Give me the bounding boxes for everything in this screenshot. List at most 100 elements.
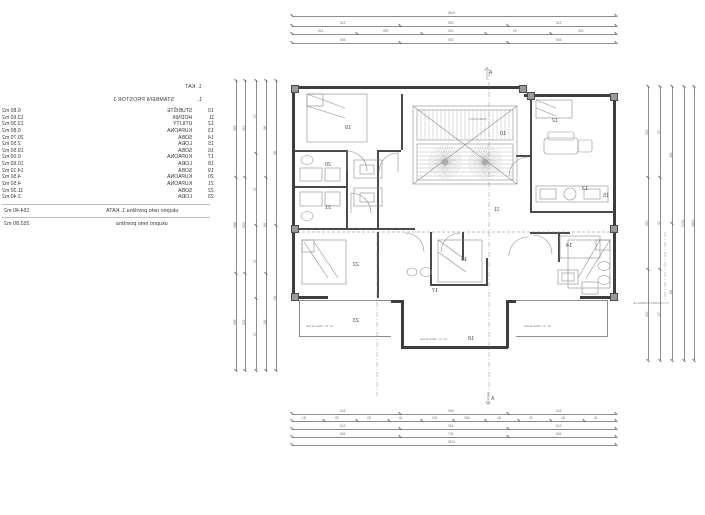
exterior-wall-left-upper — [292, 86, 295, 228]
door-swing-3 — [378, 152, 399, 173]
dimension-line — [292, 43, 616, 44]
door-swing-5 — [440, 232, 461, 253]
door-swing-7 — [532, 234, 553, 255]
door-swing-6 — [508, 156, 529, 177]
loggia-right-bottom — [516, 336, 608, 337]
dimension-line — [292, 429, 616, 430]
dimension-line — [292, 16, 616, 17]
central-loggia-wall-left — [401, 300, 404, 348]
partition-6 — [377, 232, 379, 298]
loggia-divider-left — [391, 300, 401, 303]
exterior-wall-bottom-right-stub — [580, 296, 616, 299]
dimension-line — [694, 86, 695, 360]
door-swing-4 — [404, 232, 425, 253]
loggia-note-center: ver. 72 - zidana da betu — [420, 338, 448, 341]
partition-1 — [295, 150, 347, 152]
plan-room-label-18: 18 — [468, 336, 474, 342]
dimension-line — [292, 437, 616, 438]
loggia-left-bottom — [299, 336, 391, 337]
bed-furniture-14 — [567, 239, 611, 289]
partition-17 — [558, 232, 560, 262]
partition-9 — [377, 150, 401, 152]
dimension-line — [684, 86, 685, 360]
door-swing-8 — [508, 236, 529, 257]
bathroom-fixtures-inner — [353, 159, 383, 207]
living-kitchen-furniture — [535, 99, 609, 203]
legend-divider-1 — [2, 203, 210, 205]
door-swing-1 — [346, 150, 368, 172]
plan-room-label-13: 13 — [582, 186, 588, 192]
plan-room-label-21: 21 — [325, 205, 331, 211]
bed-furniture-16 — [437, 239, 483, 283]
column-2 — [519, 85, 527, 93]
partition-13 — [486, 258, 488, 286]
dimension-line — [660, 86, 661, 360]
plan-room-label-12: 12 — [552, 118, 558, 124]
loggia-right-side — [607, 300, 608, 336]
dimension-line — [266, 80, 267, 370]
partition-14 — [530, 94, 532, 212]
exterior-wall-bottom-left-stub — [292, 296, 328, 299]
bathroom-fixtures-20 — [299, 155, 341, 182]
loggia-left-side — [299, 300, 300, 336]
loggia-note-right: ver. 72 - zidana da betu — [524, 325, 552, 328]
bed-furniture-19 — [306, 93, 368, 143]
partition-2 — [295, 186, 347, 188]
exterior-wall-top-right — [524, 94, 616, 97]
loggia-left-top-edge — [299, 300, 391, 301]
door-swing-2 — [350, 192, 372, 214]
plan-room-label-22: 22 — [353, 262, 359, 268]
partition-8 — [401, 94, 403, 150]
partition-15 — [530, 211, 614, 213]
plan-room-label-19: 19 — [345, 125, 351, 131]
legend-divider-2 — [2, 216, 210, 218]
partition-18 — [516, 155, 530, 157]
exterior-wall-top — [292, 86, 524, 89]
dimension-line — [292, 445, 616, 446]
wc-fixtures-17 — [406, 267, 432, 277]
loggia-note-left: ver. 72 - zidana da betu — [306, 325, 334, 328]
dimension-line — [245, 80, 246, 370]
central-loggia-wall-right — [506, 300, 509, 348]
column-8 — [527, 92, 535, 100]
plan-room-label-16: 16 — [461, 257, 467, 263]
exterior-wall-right-lower — [613, 232, 616, 298]
loggia-divider-right — [506, 300, 516, 303]
dimension-line — [292, 414, 616, 415]
plan-room-label-11: 11 — [494, 207, 500, 213]
bed-furniture-22 — [301, 239, 347, 285]
partition-3 — [346, 150, 348, 228]
column-5 — [610, 225, 618, 233]
plan-room-label-23: 23 — [353, 318, 359, 324]
exterior-wall-right-upper — [613, 94, 616, 232]
dimension-line — [292, 34, 616, 35]
column-6 — [291, 293, 299, 301]
partition-11 — [462, 232, 464, 260]
dimension-line — [648, 86, 649, 360]
partition-10 — [430, 232, 432, 286]
partition-16 — [530, 232, 570, 234]
plan-room-label-14: 14 — [566, 243, 572, 249]
column-1 — [291, 85, 299, 93]
plan-room-label-10: 10 — [500, 131, 506, 137]
dimension-line — [292, 26, 616, 27]
section-arrow-top — [484, 66, 490, 80]
partition-5 — [377, 150, 379, 228]
section-arrow-bottom — [485, 392, 491, 406]
plan-room-label-15: 15 — [603, 193, 609, 199]
column-4 — [291, 225, 299, 233]
exterior-wall-left-lower — [292, 232, 295, 298]
edge-detail-note: VT iz KALIRAS NO BRIDA s40 — [633, 302, 669, 305]
plan-room-label-20: 20 — [325, 162, 331, 168]
partition-4 — [295, 228, 415, 230]
central-loggia-wall-bottom — [401, 346, 508, 349]
bathroom-fixtures-21 — [299, 191, 341, 221]
loggia-right-top-edge — [516, 300, 608, 301]
plan-room-label-17: 17 — [432, 288, 438, 294]
partition-12 — [430, 284, 486, 286]
column-3 — [610, 93, 618, 101]
